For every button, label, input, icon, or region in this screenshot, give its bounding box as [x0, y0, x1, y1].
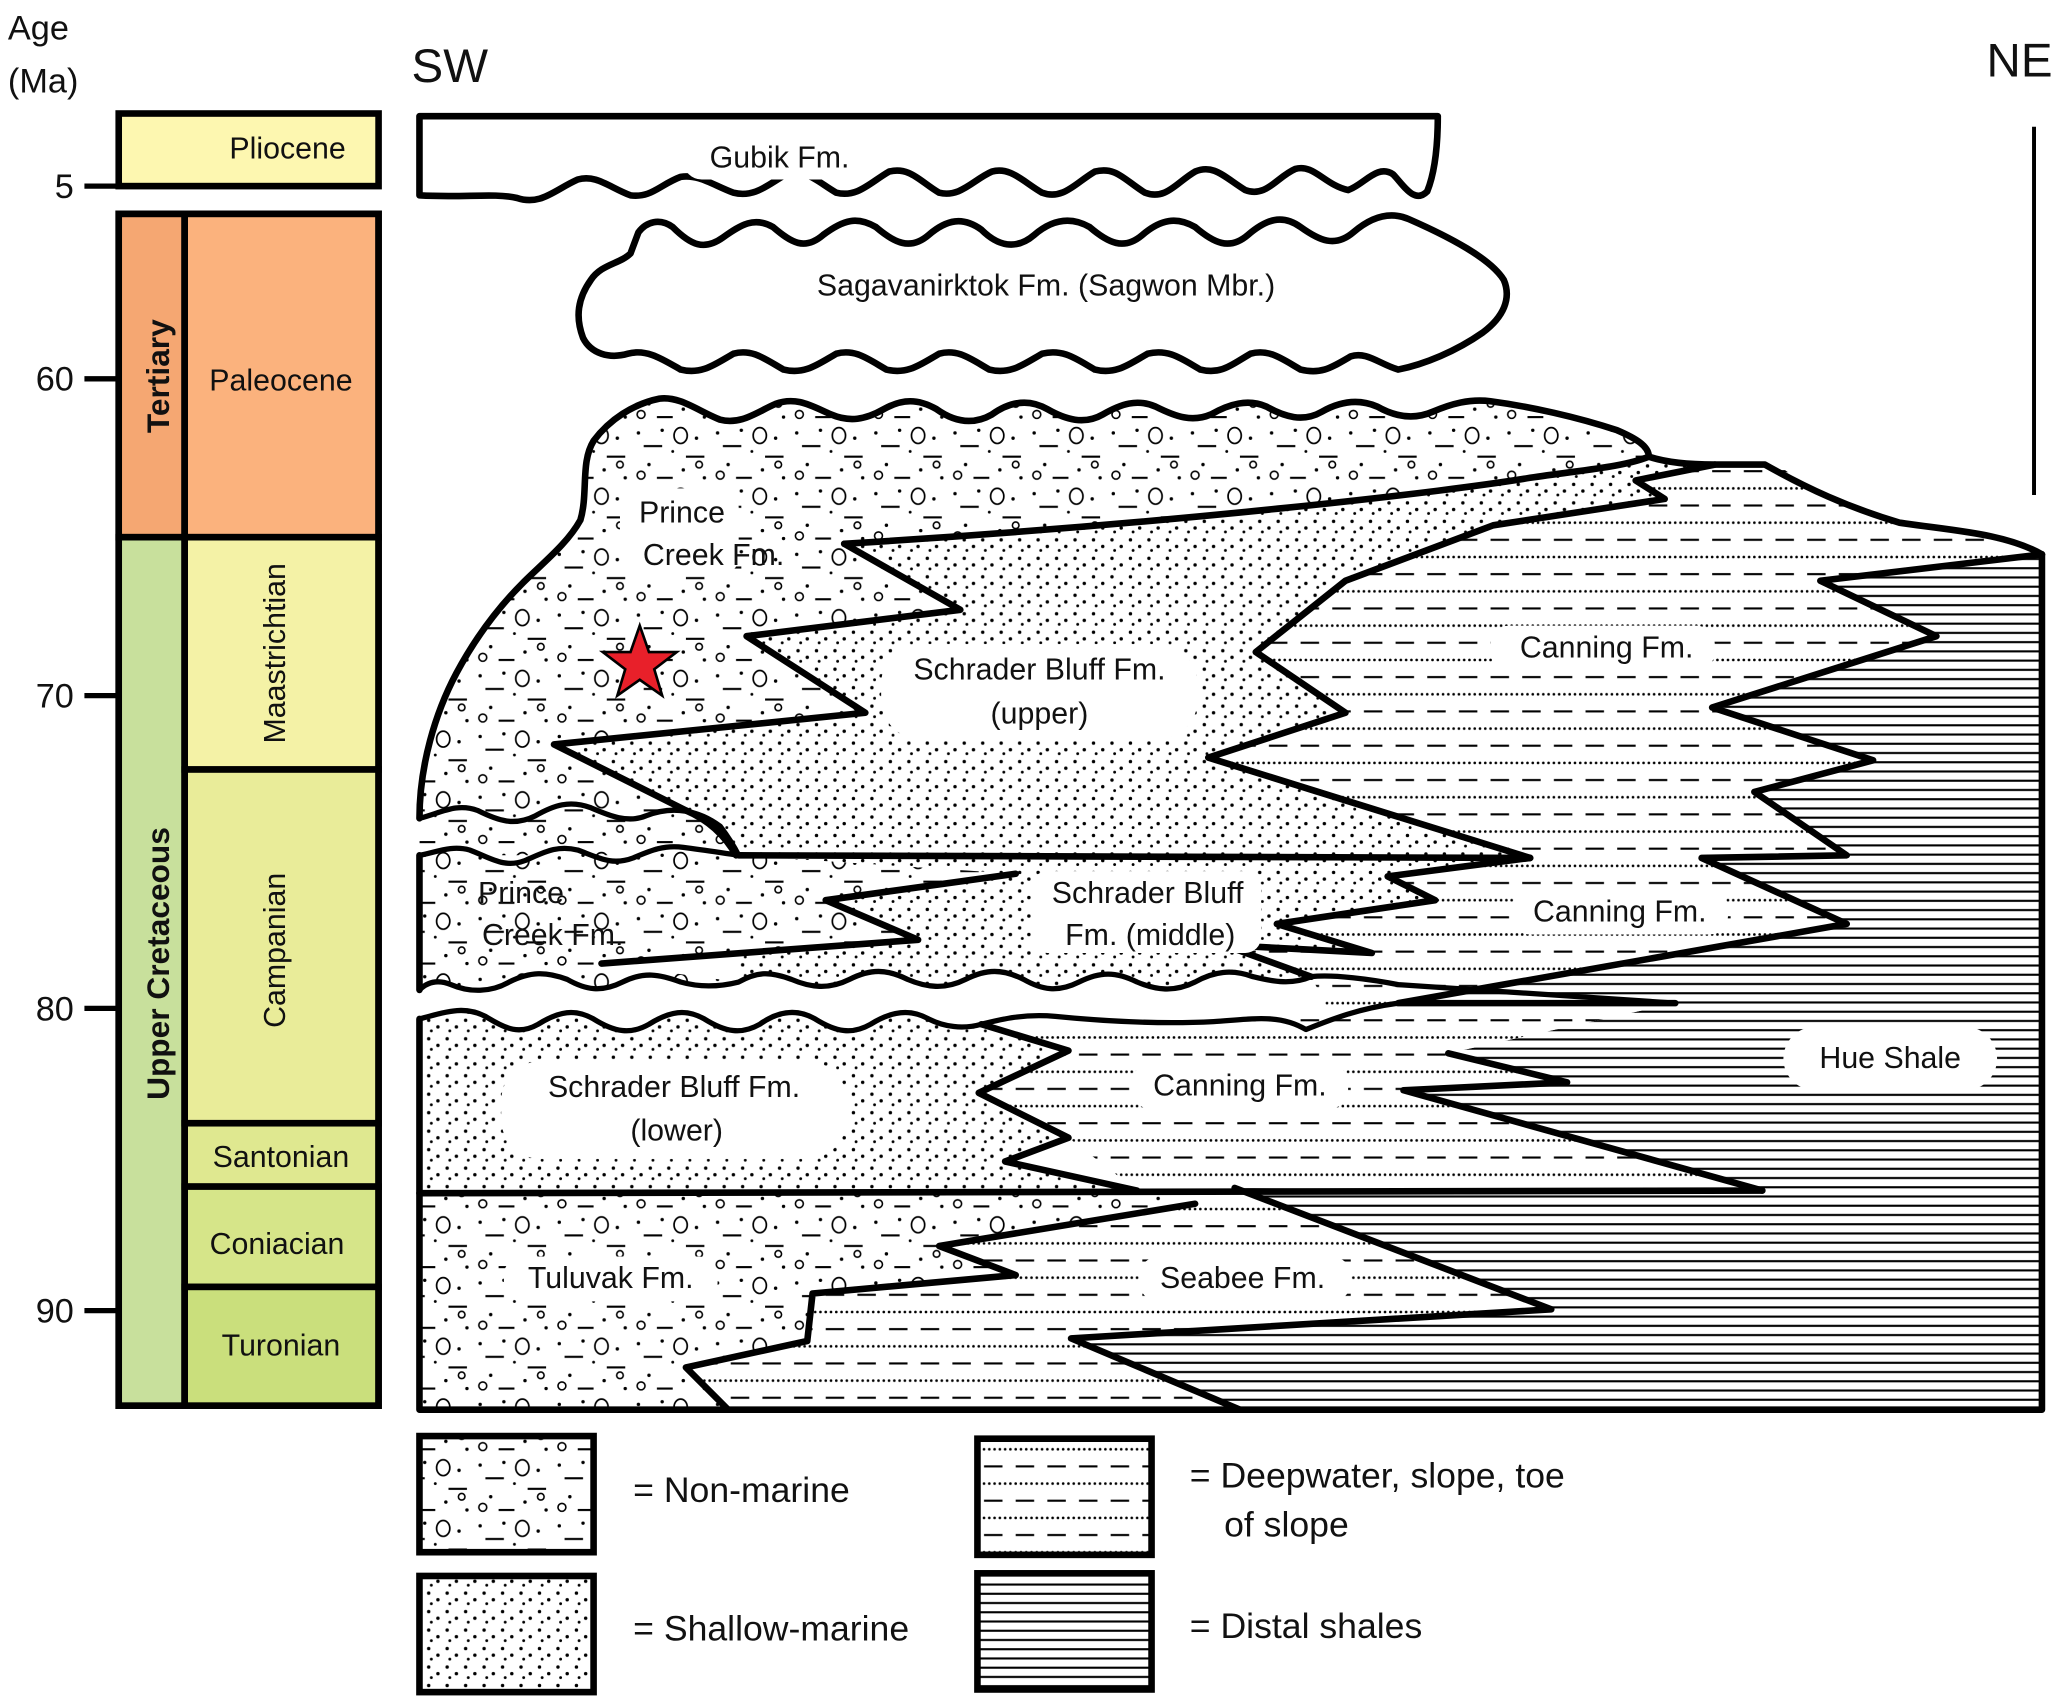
legend-item-deepwater: = Deepwater, slope, toe of slope: [974, 1435, 1565, 1559]
legend: = Non-marine = Shallow-marine = Deepwate…: [416, 1432, 1565, 1696]
cross-section: Gubik Fm. Sagavanirktok Fm. (Sagwon Mbr.…: [416, 112, 2046, 1413]
stage-label-turonian: Turonian: [222, 1330, 341, 1363]
formation-sagavanirktok: [575, 212, 1511, 375]
legend-item-non-marine: = Non-marine: [416, 1432, 850, 1556]
label-schrader-middle-line2: Fm. (middle): [1065, 919, 1235, 952]
legend-label-deepwater-line1: = Deepwater, slope, toe: [1190, 1456, 1565, 1496]
formation-canning-deepwater: [685, 464, 2042, 1410]
stage-label-pliocene: Pliocene: [229, 132, 345, 165]
stage-label-santonian: Santonian: [213, 1141, 350, 1174]
era-label-tertiary: Tertiary: [140, 319, 176, 433]
tick-label-5: 5: [55, 168, 74, 206]
sample-location-star-icon: [598, 621, 681, 699]
label-tuluvak: Tuluvak Fm.: [528, 1262, 694, 1295]
legend-label-deepwater-line2: of slope: [1224, 1504, 1349, 1544]
formation-tuluvak: [419, 1190, 1196, 1410]
label-schrader-lower-line2: (lower): [630, 1114, 723, 1147]
legend-item-distal-shales: = Distal shales: [974, 1570, 1422, 1693]
era-label-upper-cretaceous: Upper Cretaceous: [140, 827, 176, 1100]
label-schrader-lower-line1: Schrader Bluff Fm.: [548, 1071, 800, 1104]
stage-label-paleocene: Paleocene: [209, 365, 352, 398]
label-prince-creek-upper-line2: Creek Fm.: [643, 539, 785, 572]
direction-ne-label: NE: [1987, 35, 2053, 88]
legend-label-non-marine: = Non-marine: [633, 1470, 850, 1510]
label-canning-lower: Canning Fm.: [1153, 1070, 1327, 1103]
legend-label-distal-shales: = Distal shales: [1190, 1606, 1422, 1646]
stage-label-maastrichtian: Maastrichtian: [259, 563, 292, 743]
label-prince-creek-middle-line2: Creek Fm.: [482, 919, 624, 952]
formation-prince-creek-middle: [419, 846, 1016, 991]
legend-swatch-distal-shales: [974, 1570, 1155, 1693]
label-schrader-upper-line2: (upper): [991, 697, 1089, 730]
tick-label-80: 80: [36, 990, 74, 1028]
tick-label-70: 70: [36, 677, 74, 715]
legend-label-shallow-marine: = Shallow-marine: [633, 1609, 909, 1649]
tick-label-90: 90: [36, 1293, 74, 1331]
direction-sw-label: SW: [412, 40, 489, 93]
label-sagavanirktok: Sagavanirktok Fm. (Sagwon Mbr.): [817, 270, 1275, 303]
timescale-column: Pliocene Tertiary Paleocene Upper Cretac…: [115, 110, 382, 1410]
stage-label-coniacian: Coniacian: [210, 1228, 345, 1261]
legend-swatch-deepwater: [974, 1435, 1155, 1559]
tick-label-60: 60: [36, 361, 74, 399]
legend-swatch-non-marine: [416, 1432, 597, 1556]
label-schrader-middle-line1: Schrader Bluff: [1052, 877, 1244, 910]
formation-hue-shale: [1071, 554, 2042, 1410]
label-schrader-upper-line1: Schrader Bluff Fm.: [913, 654, 1165, 687]
stage-label-campanian: Campanian: [259, 873, 292, 1028]
stage-box-pliocene: [115, 110, 382, 190]
axis-title-line1: Age: [8, 10, 69, 48]
legend-item-shallow-marine: = Shallow-marine: [416, 1572, 909, 1696]
legend-swatch-shallow-marine: [416, 1572, 597, 1696]
label-prince-creek-middle-line1: Prince: [478, 877, 564, 910]
axis-title-line2: (Ma): [8, 62, 78, 100]
formation-gubik: [416, 112, 1442, 204]
label-gubik: Gubik Fm.: [710, 142, 850, 175]
label-canning-upper: Canning Fm.: [1520, 631, 1694, 664]
label-prince-creek-upper-line1: Prince: [639, 497, 725, 530]
age-axis: 5 60 70 80 90: [36, 168, 119, 1331]
label-hue-shale: Hue Shale: [1819, 1042, 1961, 1075]
label-canning-middle: Canning Fm.: [1533, 895, 1707, 928]
label-seabee: Seabee Fm.: [1160, 1262, 1325, 1295]
